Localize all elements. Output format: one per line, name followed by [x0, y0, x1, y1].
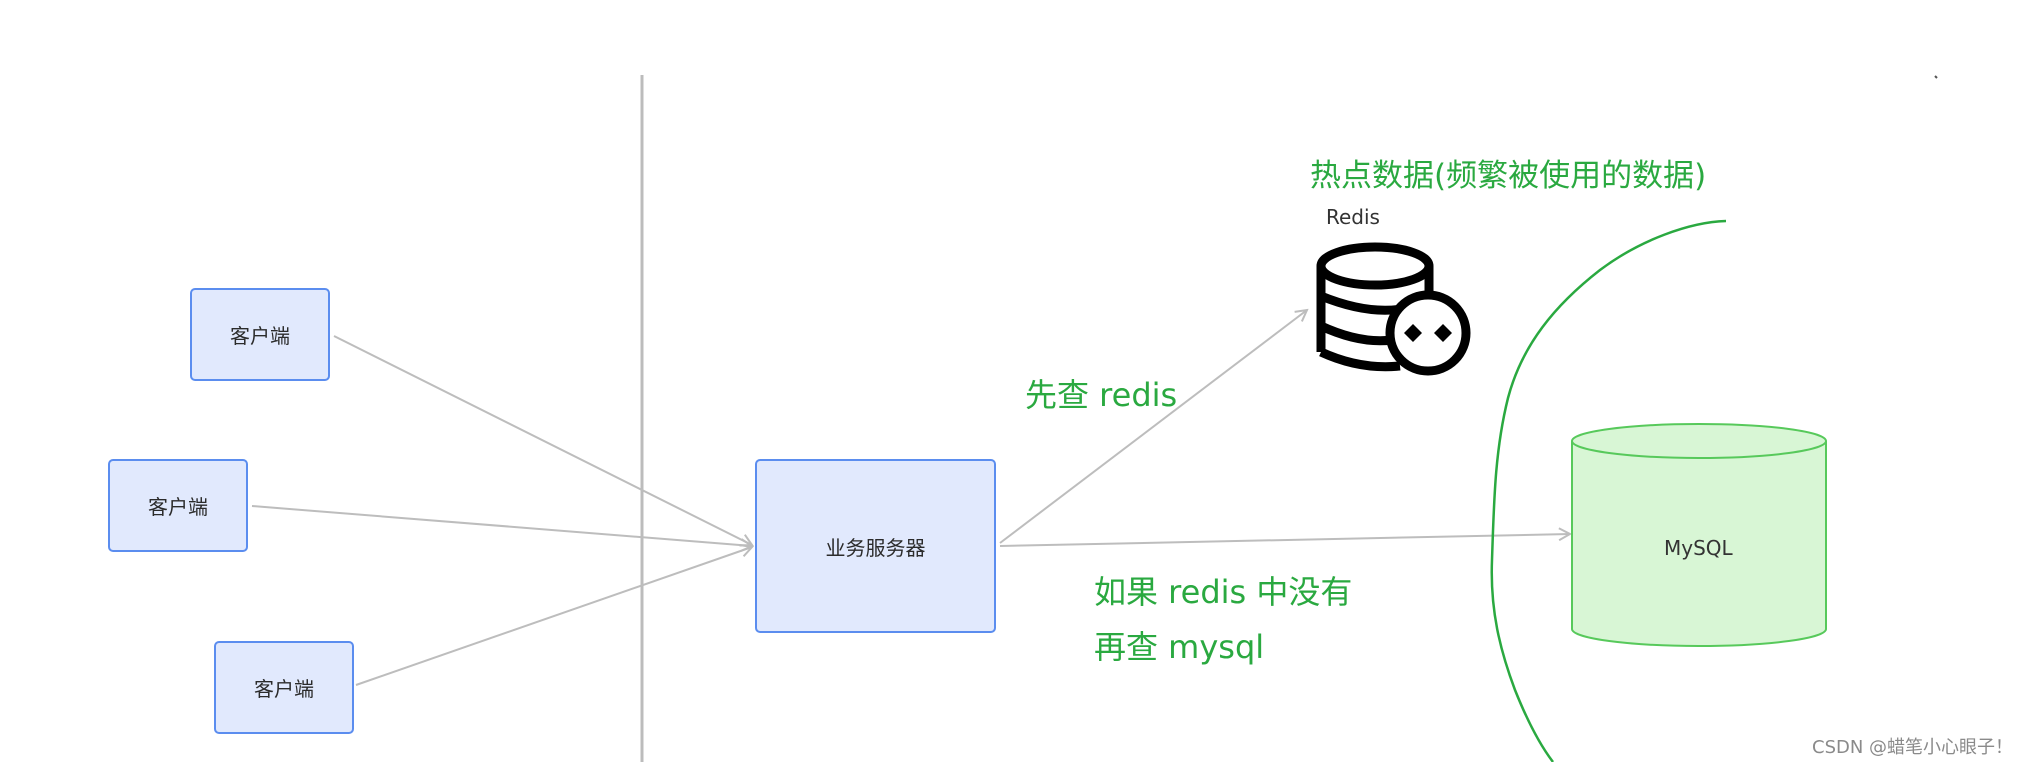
client-label: 客户端 — [148, 495, 208, 519]
mysql-label: MySQL — [1664, 536, 1733, 560]
arrow-client-3-to-server — [355, 547, 752, 686]
client-label: 客户端 — [230, 324, 290, 348]
hot-data-boundary-curve — [1490, 219, 1727, 762]
fallback-annotation-line-2: 再查 mysql — [1094, 628, 1265, 666]
query-redis-annotation: 先查 redis — [1025, 376, 1178, 414]
arrow-client-2-to-server — [251, 505, 752, 546]
redis-label: Redis — [1326, 205, 1380, 229]
client-box-3[interactable]: 客户端 — [214, 641, 354, 734]
arrow-client-1-to-server — [333, 335, 752, 545]
hot-data-annotation: 热点数据(频繁被使用的数据) — [1310, 158, 1707, 194]
fallback-annotation-line-1: 如果 redis 中没有 — [1094, 573, 1353, 611]
server-label: 业务服务器 — [825, 535, 926, 560]
arrow-server-to-redis — [999, 310, 1307, 544]
mysql-database-cylinder — [1571, 423, 1827, 647]
client-box-1[interactable]: 客户端 — [190, 288, 330, 381]
arrow-server-to-mysql — [999, 534, 1570, 547]
business-server-box[interactable]: 业务服务器 — [755, 459, 996, 633]
client-label: 客户端 — [254, 677, 314, 701]
corner-tick-mark — [1934, 75, 1938, 79]
client-box-2[interactable]: 客户端 — [108, 459, 248, 552]
database-icon — [1316, 242, 1471, 376]
csdn-watermark: CSDN @蜡笔小心眼子！ — [1812, 737, 2014, 758]
